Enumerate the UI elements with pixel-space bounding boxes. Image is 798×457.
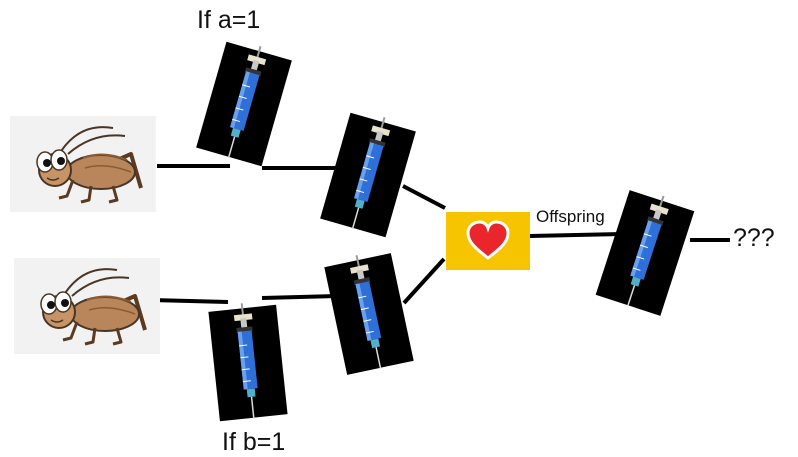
label-offspring: Offspring [536,207,605,226]
syringe-icon [322,247,415,377]
heart-icon [446,212,530,270]
connector-lines [150,164,730,305]
line-top-to-heart [402,184,446,210]
line-bottom-to-heart [402,257,446,305]
line-bottom-parent-2 [261,294,338,300]
syringe-icon [318,106,419,240]
syringe-icon [194,35,295,169]
syringe-icon [206,298,289,424]
syringe-icon [594,184,697,318]
label-result: ??? [733,224,775,252]
cricket-icon [8,114,158,214]
label-if-b: If b=1 [222,428,286,456]
label-if-a: If a=1 [197,6,261,34]
cricket-icon [12,256,162,356]
line-bottom-parent-1 [150,298,229,304]
line-heart-to-offspring [529,232,623,238]
